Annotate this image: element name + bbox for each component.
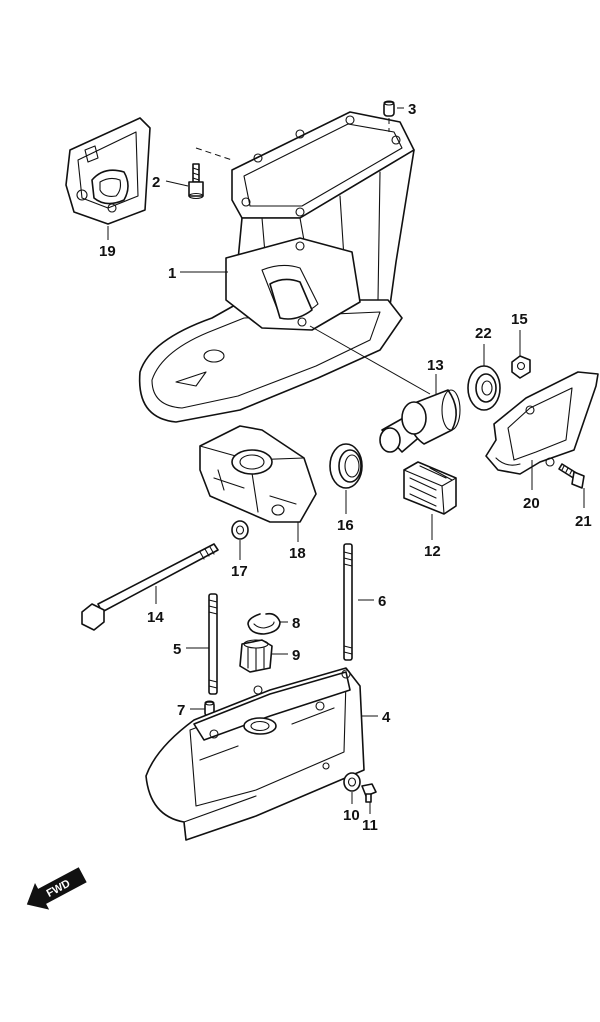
callout-10: 10: [343, 807, 360, 824]
callout-18: 18: [289, 545, 306, 562]
part-14-long-bolt: [81, 543, 219, 631]
callout-20: 20: [523, 495, 540, 512]
fwd-direction-arrow: FWD: [26, 867, 87, 910]
callout-12: 12: [424, 543, 441, 560]
part-21-bolt: [558, 463, 585, 489]
part-2-bolt: [188, 163, 204, 200]
callout-16: 16: [337, 517, 354, 534]
callout-21: 21: [575, 513, 592, 530]
callout-2: 2: [152, 174, 160, 191]
part-3-dowel-pin: [383, 100, 395, 117]
callout-3: 3: [408, 101, 416, 118]
part-16-grommet: [329, 443, 363, 489]
part-4-spacer-housing: [145, 667, 365, 841]
part-18-lower-mount: [199, 425, 317, 523]
part-12-damper-block: [403, 461, 457, 515]
part-5-stud: [208, 593, 218, 695]
callout-8: 8: [292, 615, 300, 632]
callout-19: 19: [99, 243, 116, 260]
callout-22: 22: [475, 325, 492, 342]
callout-15: 15: [511, 311, 528, 328]
part-10-washer: [343, 772, 361, 792]
part-11-screw: [361, 783, 377, 803]
callout-4: 4: [382, 709, 391, 726]
callouts: 1 2 3 4 5 6 7 8 9 10 11 12 13 14 15 16 1…: [99, 101, 592, 834]
callout-1: 1: [168, 265, 176, 282]
part-15-nut: [511, 355, 531, 379]
leader-lines: [107, 107, 585, 814]
part-9-nut: [239, 639, 273, 673]
part-17-washer: [231, 520, 249, 540]
part-22-seal: [467, 365, 501, 411]
callout-7: 7: [177, 702, 185, 719]
callout-14: 14: [147, 609, 164, 626]
part-8-circlip: [247, 612, 281, 635]
part-20-mount-cover: [485, 371, 599, 475]
callout-11: 11: [362, 817, 378, 834]
part-13-rubber-mount: [379, 389, 461, 453]
part-1-driveshaft-housing: [138, 111, 415, 423]
callout-5: 5: [173, 641, 181, 658]
part-6-stud: [343, 543, 353, 661]
callout-17: 17: [231, 563, 248, 580]
callout-9: 9: [292, 647, 300, 664]
callout-13: 13: [427, 357, 444, 374]
part-19-mount-bracket: [65, 117, 151, 225]
callout-6: 6: [378, 593, 386, 610]
